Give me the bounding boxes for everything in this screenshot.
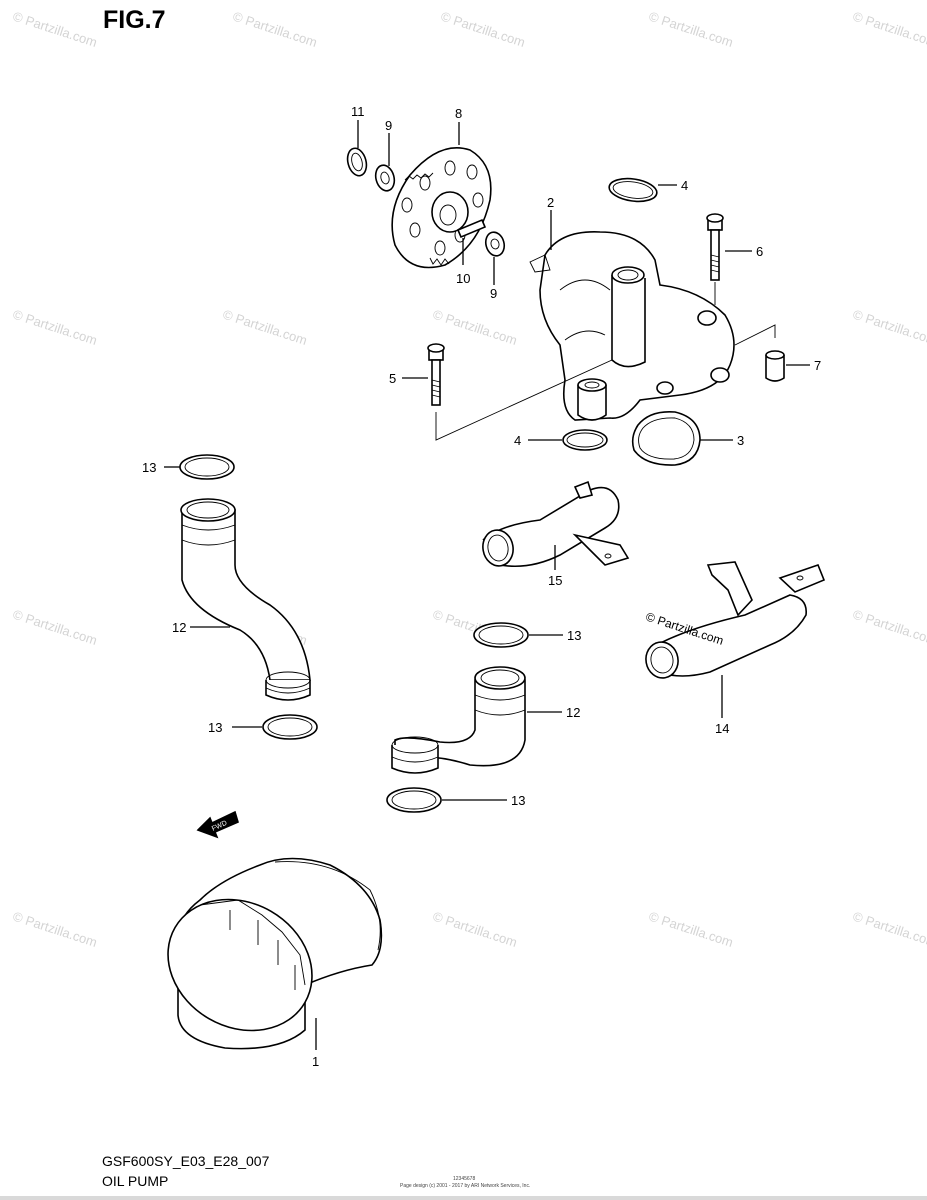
part-7-dowel-pin [765,350,785,382]
fwd-direction-arrow: FWD [196,810,239,839]
callout-3: 3 [737,433,744,448]
watermark-text: © Partzilla.com [11,909,99,950]
part-15-oil-pipe [482,480,630,568]
part-13-o-ring-c [473,622,529,648]
part-12-hose-left [180,498,311,701]
diagram-name: OIL PUMP [102,1173,169,1189]
callout-12-right: 12 [566,705,580,720]
callout-13-d: 13 [511,793,525,808]
part-13-o-ring-a [179,454,235,480]
watermark-text: © Partzilla.com [851,909,927,950]
callout-13-c: 13 [567,628,581,643]
part-3-gasket [631,410,701,466]
callout-7: 7 [814,358,821,373]
callout-15: 15 [548,573,562,588]
callout-9-upper: 9 [385,118,392,133]
callout-11: 11 [351,104,365,119]
part-4-o-ring-upper [608,177,658,203]
callout-2: 2 [547,195,554,210]
watermark-text: © Partzilla.com [221,307,309,348]
watermark-text: © Partzilla.com [11,307,99,348]
part-2-oil-pump-body [529,231,735,421]
part-10-pin [456,218,487,239]
fine-print-id: 12345678 [453,1176,476,1182]
part-5-bolt [427,343,445,406]
watermark-text: © Partzilla.com [431,909,519,950]
watermark-text: © Partzilla.com [431,307,519,348]
watermark-text: © Partzilla.com [851,307,927,348]
part-13-o-ring-d [386,787,442,813]
callout-5: 5 [389,371,396,386]
watermark-text: © Partzilla.com [439,9,527,50]
callout-10: 10 [456,271,470,286]
figure-title: FIG.7 [103,6,166,34]
part-8-pump-gear [391,146,492,269]
part-12-hose-right [391,666,526,774]
callout-9-lower: 9 [490,286,497,301]
part-13-o-ring-b [262,714,318,740]
copyright-fine-print: Page design (c) 2001 - 2017 by ARI Netwo… [400,1183,531,1189]
part-6-bolt [706,213,724,281]
callout-4-upper: 4 [681,178,688,193]
watermark-text: © Partzilla.com [11,607,99,648]
callout-4-lower: 4 [514,433,521,448]
callout-1: 1 [312,1054,319,1069]
callout-8: 8 [455,106,462,121]
watermark-text: © Partzilla.com [647,909,735,950]
watermark-text: © Partzilla.com [11,9,99,50]
callout-leader-lines [164,120,810,1050]
part-9-washer-upper [374,164,396,192]
callout-14: 14 [715,721,729,736]
diagram-code: GSF600SY_E03_E28_007 [102,1153,270,1169]
watermark-text: © Partzilla.com [647,9,735,50]
watermark-text: © Partzilla.com [851,9,927,50]
callout-6: 6 [756,244,763,259]
bottom-edge-bar [0,1196,927,1200]
part-1-oil-filter [167,857,383,1050]
watermark-text: © Partzilla.com [851,607,927,648]
part-4-o-ring-lower [562,429,608,451]
part-9-washer-lower [484,231,506,257]
part-11-circlip [346,147,368,177]
callout-13-b: 13 [208,720,222,735]
callout-12-left: 12 [172,620,186,635]
part-14-oil-pipe: © Partzilla.com [644,561,826,679]
callout-numbers: 11 9 8 10 9 2 4 6 5 7 4 3 13 12 13 13 12… [142,104,821,1069]
callout-13-a: 13 [142,460,156,475]
watermark-text: © Partzilla.com [231,9,319,50]
